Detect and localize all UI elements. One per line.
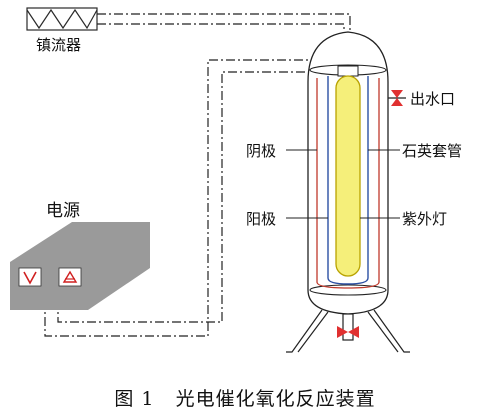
ballast-label: 镇流器 — [36, 36, 81, 54]
power-supply — [10, 222, 150, 310]
stand-left-leg-inner — [297, 311, 329, 353]
callouts — [286, 149, 400, 219]
ballast-zigzag — [26, 8, 98, 30]
stand-right-leg-inner — [367, 311, 399, 353]
drain-valve — [337, 326, 359, 338]
reactor-bottom-flange — [309, 284, 387, 296]
figure-title: 光电催化氧化反应装置 — [175, 388, 376, 410]
uv-lamp-label: 紫外灯 — [402, 210, 447, 228]
wire-power-cathode — [44, 59, 328, 337]
terminal-right-mark — [62, 270, 78, 283]
stand-left-leg — [286, 309, 323, 353]
ballast — [26, 7, 98, 31]
drain-pipe — [342, 313, 354, 341]
ballast-box — [26, 7, 98, 31]
quartz-sleeve-label: 石英套管 — [402, 142, 462, 160]
water-outlet-label: 出水口 — [410, 90, 455, 108]
uv-lamp-tube — [335, 75, 361, 277]
reactor-vessel — [307, 31, 389, 315]
cathode-cylinder — [316, 78, 380, 289]
outlet-valve — [391, 90, 403, 98]
stand-right-leg — [373, 309, 410, 353]
reactor-stand — [286, 309, 410, 353]
wire-ballast-inner — [97, 23, 345, 68]
figure-number: 图 1 — [114, 388, 155, 410]
terminal-left-mark — [23, 271, 37, 285]
figure-caption: 图 1 光电催化氧化反应装置 — [0, 384, 490, 411]
power-supply-body — [10, 222, 150, 310]
quartz-sleeve-cap — [337, 65, 359, 77]
anode-label: 阳极 — [246, 210, 276, 228]
water-outlet — [388, 90, 406, 106]
cathode-label: 阴极 — [246, 142, 276, 160]
quartz-sleeve — [327, 76, 369, 285]
power-supply-label: 电源 — [46, 201, 80, 221]
